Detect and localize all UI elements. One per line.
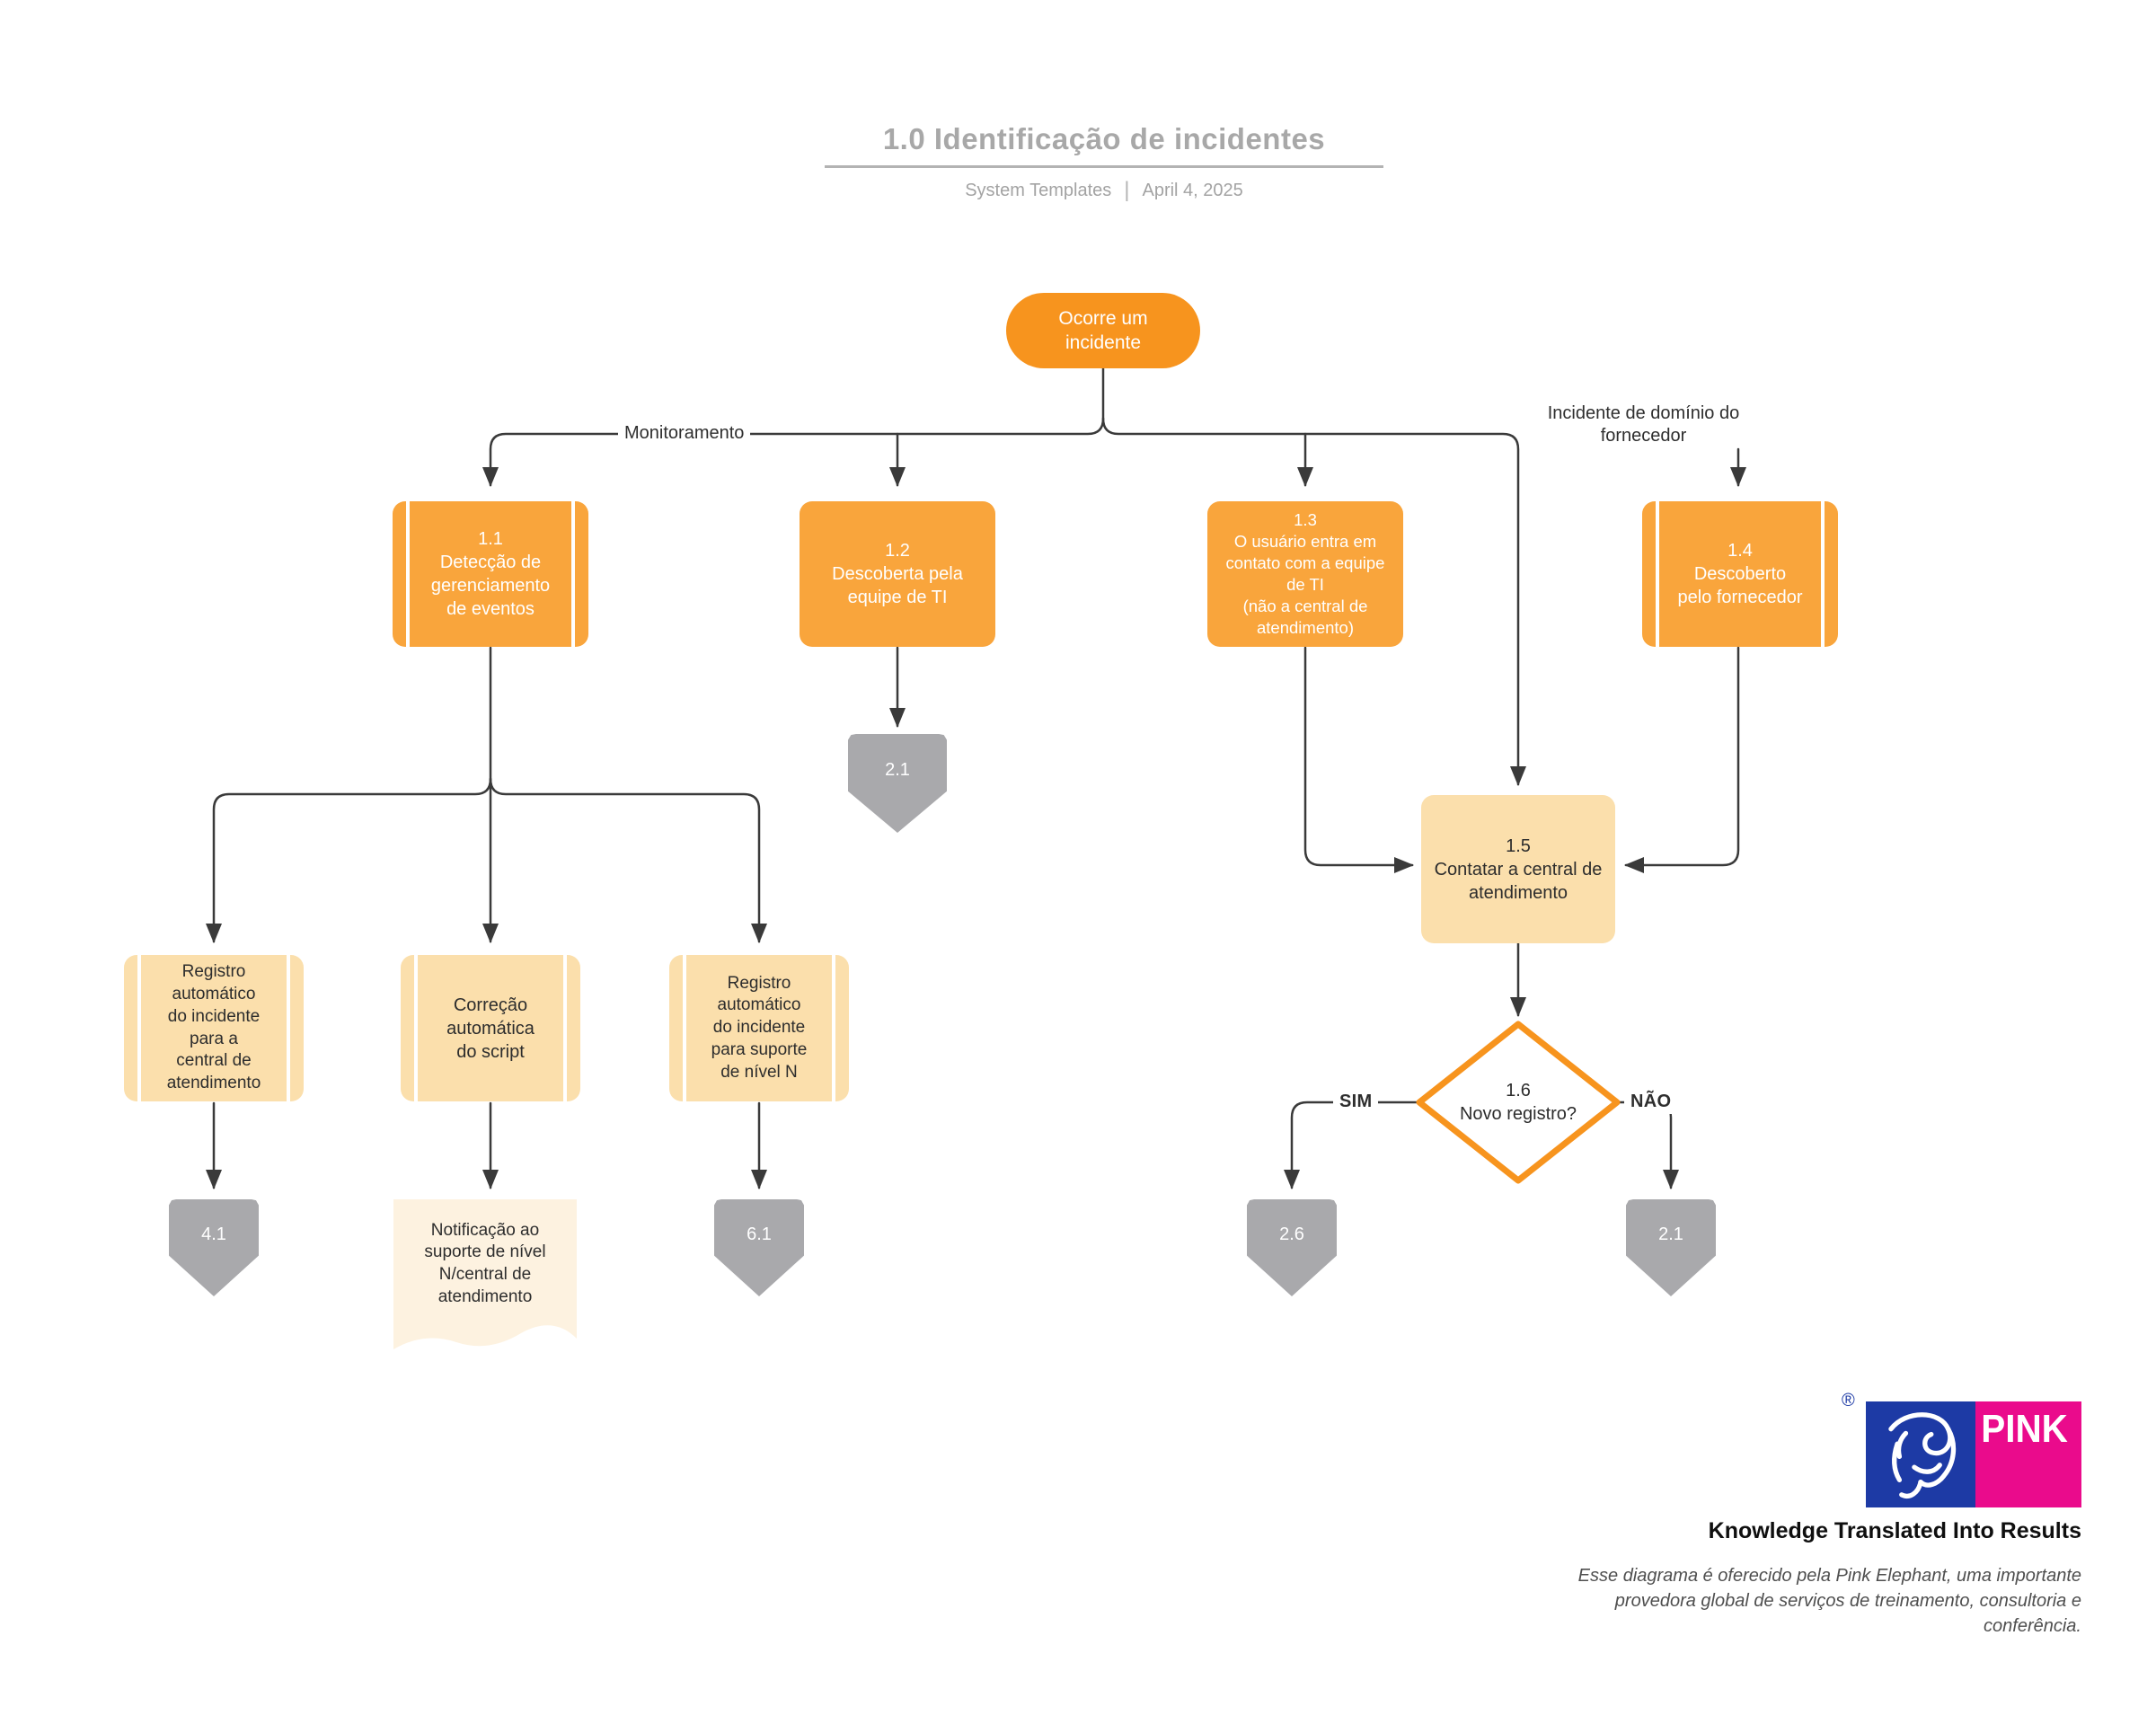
edge-1-6-sim: [1284, 1101, 1423, 1189]
pink-elephant-logo-wordmark: PINK: [1975, 1401, 2081, 1507]
edge-label-vendor-domain-incident: Incidente de domínio do fornecedor: [1547, 403, 1740, 446]
node-1-4-discovered-by-vendor: 1.4 Descoberto pelo fornecedor: [1642, 501, 1838, 647]
pink-elephant-logo-blue-panel: [1866, 1401, 1975, 1507]
edge-trunk-to-1-5: [1101, 417, 1526, 786]
node-auto-script-correction: Correção automática do script: [401, 955, 580, 1101]
title-divider-rule: [825, 165, 1383, 168]
node-1-6-new-record-decision: 1.6 Novo registro?: [1459, 1081, 1577, 1124]
node-auto-register-level-n-support: Registro automático do incidente para su…: [669, 955, 849, 1101]
page-subtitle: System Templates | April 4, 2025: [825, 178, 1383, 203]
subtitle-date: April 4, 2025: [1142, 180, 1243, 200]
document-shape: [393, 1199, 577, 1349]
subtitle-separator: |: [1124, 178, 1130, 202]
edge-label-monitoramento: Monitoramento: [618, 421, 751, 446]
node-1-5-contact-service-desk: 1.5 Contatar a central de atendimento: [1421, 795, 1615, 943]
node-auto-register-service-desk: Registro automático do incidente para a …: [124, 955, 304, 1101]
edge-1-1-to-reg-level-n: [489, 777, 767, 943]
elephant-icon: [1888, 1412, 1957, 1498]
brand-word: PINK: [1981, 1407, 2068, 1451]
diagram-disclaimer: Esse diagrama é oferecido pela Pink Elep…: [1577, 1566, 2081, 1636]
edge-1-1-to-reg-central: [206, 777, 492, 943]
edge-label-sim: SIM: [1333, 1090, 1379, 1114]
edge-1-4-to-1-5: [1624, 646, 1740, 873]
node-notification-level-n-document: Notificação ao suporte de nível N/centra…: [424, 1220, 546, 1306]
edge-label-nao: NÃO: [1624, 1090, 1678, 1114]
brand-tagline: Knowledge Translated Into Results: [1708, 1518, 2081, 1543]
node-1-2-it-team-discovery: 1.2 Descoberta pela equipe de TI: [800, 501, 995, 647]
edge-trunk-to-1-1: [482, 417, 1105, 487]
edge-1-3-to-1-5: [1303, 646, 1414, 873]
node-1-3-user-contacts-it-team: 1.3 O usuário entra em contato com a equ…: [1207, 501, 1403, 647]
subtitle-source: System Templates: [965, 180, 1112, 200]
node-start-incident: Ocorre um incidente: [1006, 293, 1200, 368]
page-title: 1.0 Identificação de incidentes: [882, 122, 1326, 155]
decision-diamond-shape: [1416, 1021, 1621, 1184]
offpage-connector-4-1: 4.1: [169, 1199, 259, 1296]
node-1-1-event-management-detection: 1.1 Detecção de gerenciamento de eventos: [393, 501, 588, 647]
edge-1-6-nao: [1613, 1101, 1679, 1189]
registered-trademark-symbol: ®: [1842, 1391, 1855, 1410]
